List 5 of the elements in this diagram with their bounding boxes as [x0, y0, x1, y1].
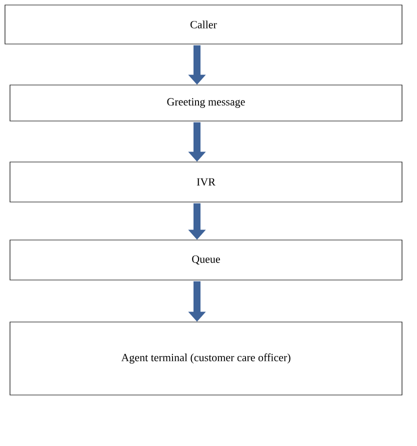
- process-box: Agent terminal (customer care officer): [10, 322, 402, 396]
- process-box: Queue: [10, 240, 402, 280]
- process-box: Greeting message: [10, 84, 402, 122]
- process-box: IVR: [10, 162, 402, 202]
- process-box: Caller: [4, 4, 402, 44]
